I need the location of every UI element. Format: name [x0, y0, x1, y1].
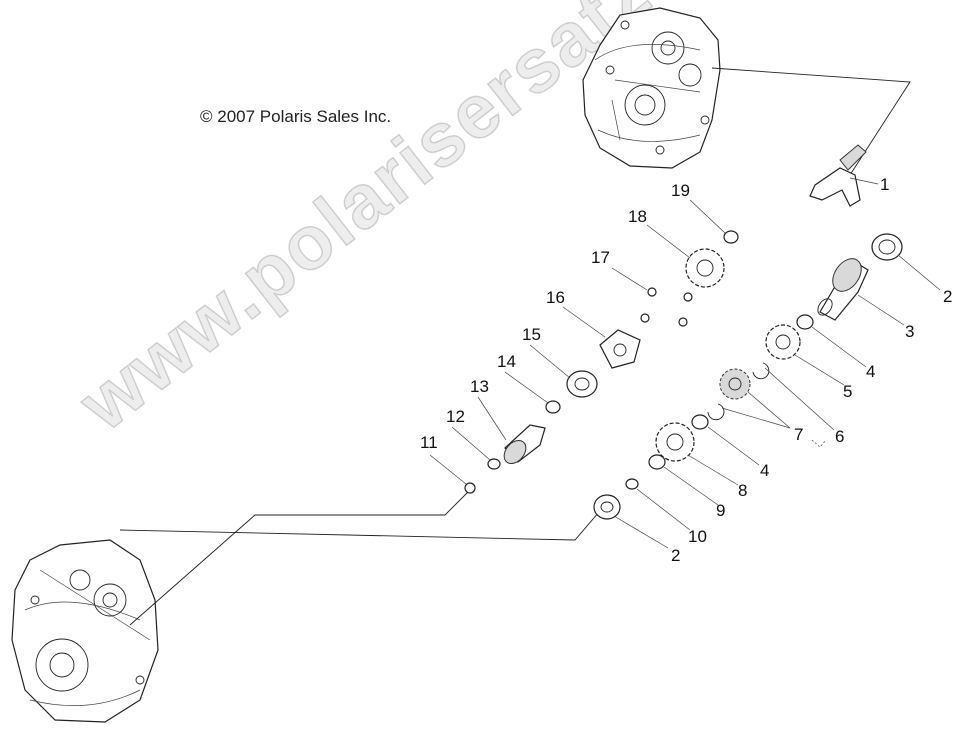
callout-labels: 1 2 3 4 5 4 6 7 8 9 10 2 11 12 13 14 15 …: [420, 175, 952, 565]
callout-4-lower: 4: [760, 461, 769, 480]
callout-10: 10: [688, 527, 707, 546]
callout-1: 1: [880, 175, 889, 194]
leader-upper-case: [711, 67, 911, 176]
callout-11: 11: [420, 433, 438, 452]
gear-part-8: [655, 422, 695, 462]
washer-part-9: [648, 454, 666, 470]
callout-14: 14: [497, 352, 516, 371]
lower-transmission-case: [11, 539, 159, 723]
leader-lines: [429, 177, 941, 549]
callout-9: 9: [716, 501, 725, 520]
flange-plate-part-16: [599, 329, 641, 369]
ring-part-19: [723, 230, 739, 244]
callout-16: 16: [546, 288, 565, 307]
leader-lower-case-right: [119, 504, 606, 541]
bearing-upper: [871, 233, 903, 261]
callout-2-upper: 2: [943, 287, 952, 306]
gear-part-5: [765, 324, 801, 360]
callout-7: 7: [794, 425, 803, 444]
shift-fork: [809, 144, 867, 207]
leader-lower-case-left: [129, 487, 473, 626]
callout-3: 3: [905, 322, 914, 341]
upper-transmission-case: [582, 7, 721, 169]
callout-6: 6: [835, 427, 844, 446]
sprocket-part-18: [685, 248, 725, 288]
callout-17: 17: [591, 248, 610, 267]
nut-part-12: [487, 458, 501, 470]
plug-part-11: [464, 482, 476, 494]
bolts-part-17: [640, 287, 693, 327]
bearing-part-15: [566, 370, 598, 398]
callout-19: 19: [671, 181, 690, 200]
callout-5: 5: [843, 382, 852, 401]
pinion-shaft-part-13: [503, 424, 546, 465]
bushing-lower: [691, 414, 709, 430]
callout-15: 15: [522, 325, 541, 344]
bushing-upper: [796, 314, 814, 330]
snap-ring-upper: [752, 362, 770, 380]
copyright-text: © 2007 Polaris Sales Inc.: [200, 107, 392, 126]
ring-part-10: [625, 478, 639, 490]
callout-2-lower: 2: [671, 546, 680, 565]
snap-ring-lower: [707, 403, 725, 421]
callout-13: 13: [470, 377, 489, 396]
callout-18: 18: [628, 207, 647, 226]
callout-12: 12: [446, 407, 465, 426]
bearing-lower: [593, 494, 621, 520]
callout-4-upper: 4: [866, 362, 875, 381]
hint-mark: [811, 439, 827, 448]
output-shaft: [817, 258, 869, 321]
gear-part-7: [719, 368, 751, 400]
callout-8: 8: [738, 481, 747, 500]
seal-part-14: [545, 400, 561, 414]
